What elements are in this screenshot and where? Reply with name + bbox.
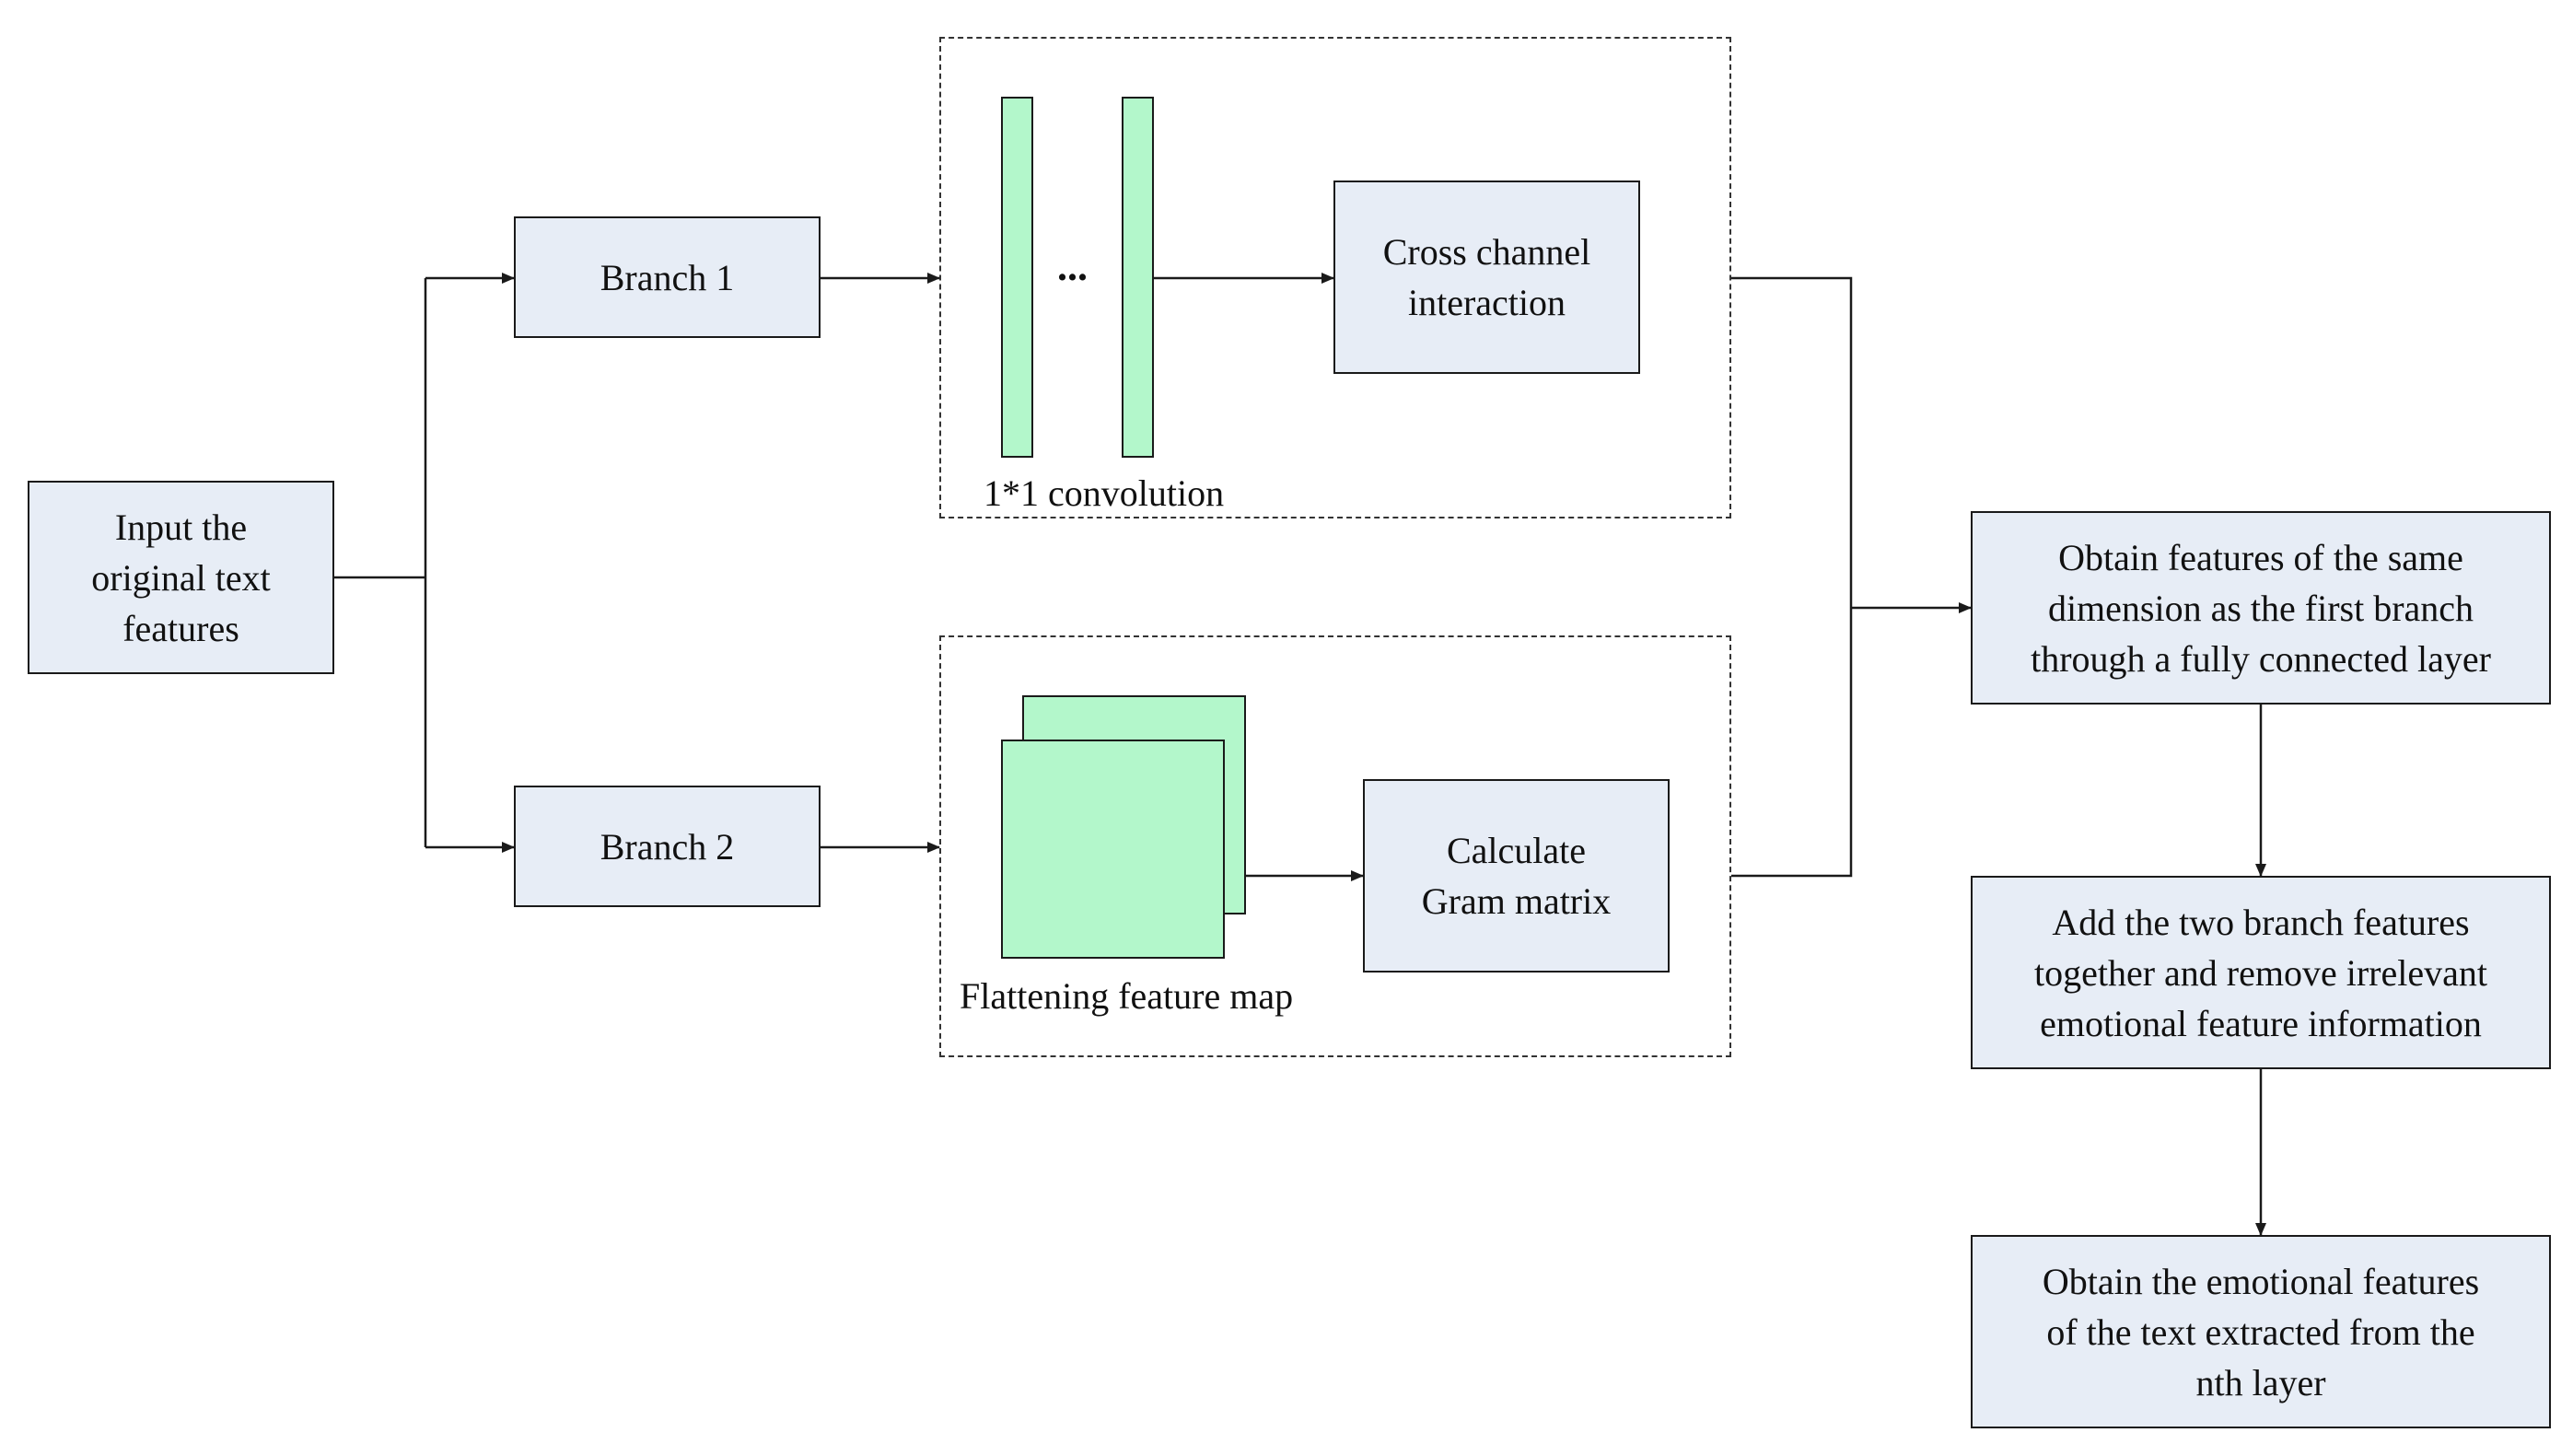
gram-matrix-box: Calculate Gram matrix [1363, 779, 1670, 973]
conv-ellipsis: ... [1057, 244, 1088, 289]
gram-group [939, 635, 1731, 1057]
conv-group-merge-line [1731, 276, 1853, 878]
output-features-box: Obtain the emotional features of the tex… [1971, 1235, 2551, 1428]
add-branches-box: Add the two branch features together and… [1971, 876, 2551, 1069]
fully-connected-box: Obtain features of the same dimension as… [1971, 511, 2551, 705]
conv-bar-last [1122, 97, 1154, 458]
convolution-group [939, 37, 1731, 518]
conv-label: 1*1 convolution [984, 472, 1225, 514]
branch2-box: Branch 2 [514, 786, 821, 907]
conv-bar-first [1001, 97, 1033, 458]
cross-channel-box: Cross channel interaction [1333, 181, 1640, 374]
flatten-label: Flattening feature map [960, 975, 1294, 1017]
input-features-box: Input the original text features [28, 481, 334, 674]
feature-map-front [1001, 740, 1225, 959]
branch1-box: Branch 1 [514, 216, 821, 338]
